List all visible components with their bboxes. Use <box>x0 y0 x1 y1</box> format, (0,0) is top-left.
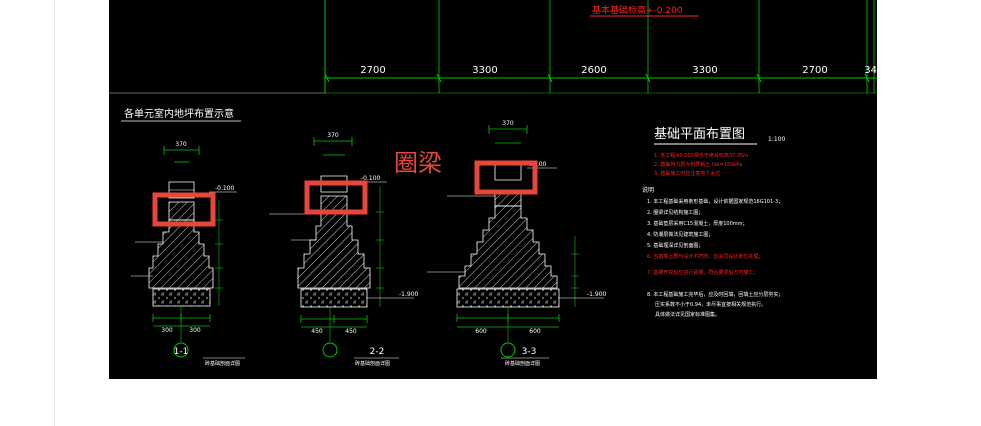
s1-bottom-dim-right: 300 <box>189 327 201 334</box>
note-5: 5. 基础埋深详见剖面图； <box>647 242 703 249</box>
highlight-box-1 <box>152 192 216 227</box>
right-title: 基础平面布置图 <box>654 127 745 142</box>
s3-top-dim: 370 <box>502 120 514 127</box>
s3-bottom-level: -1.900 <box>587 291 607 298</box>
note-9: 压实系数不小于0.94，未尽事宜按相关规范执行。 <box>655 301 766 308</box>
note-6: 6. 当基底土质与设计不符时，应会同设计单位处理； <box>647 253 763 260</box>
section-2-2-label: 2-2 <box>370 347 385 357</box>
section-1-1-caption: 砖基础剖面详图 <box>205 360 240 367</box>
s1-top-dim: 370 <box>175 141 187 148</box>
page-left-rule <box>54 0 55 426</box>
notes-heading: 说明 <box>642 186 654 194</box>
s1-bottom-dim-left: 300 <box>161 327 173 334</box>
plan-dim-3: 2600 <box>581 65 606 76</box>
s2-level: -0.100 <box>361 175 381 182</box>
highlight-box-2 <box>304 180 368 215</box>
top-note: 基本基础标高+-0.200 <box>592 4 683 16</box>
red-note-1: 1. 本工程±0.000相当于绝对标高37.35m <box>654 152 748 159</box>
s2-bottom-dim-left: 450 <box>311 328 323 335</box>
s1-level: -0.100 <box>215 185 235 192</box>
s2-bottom-level: -1.900 <box>399 291 419 298</box>
note-7: 7. 基槽开挖后应进行验槽，符合要求后方可施工； <box>647 269 758 276</box>
plan-dim-5: 2700 <box>802 65 827 76</box>
section-1-1-label: 1-1 <box>174 347 189 357</box>
red-note-3: 3. 基础施工时应注意地下水位 <box>654 170 720 177</box>
left-title: 各单元室内地坪布置示意 <box>124 107 234 120</box>
note-1: 1. 本工程基础采用条形基础，设计依据国家规范16G101-3； <box>647 198 783 205</box>
section-3-3-drawing <box>427 125 604 359</box>
s2-top-dim: 370 <box>327 132 339 139</box>
s3-bottom-dim-right: 600 <box>529 328 541 335</box>
section-3-3-caption: 砖基础剖面详图 <box>505 360 540 367</box>
note-10: 具体做法详见国家标准图集。 <box>655 311 720 318</box>
note-4: 4. 防潮层做法见建筑施工图； <box>647 231 713 238</box>
highlight-box-3 <box>474 160 538 195</box>
s2-bottom-dim-right: 450 <box>345 328 357 335</box>
note-3: 3. 基础垫层采用C15混凝土，厚度100mm； <box>647 220 748 227</box>
s3-bottom-dim-left: 600 <box>475 328 487 335</box>
plan-dim-4: 3300 <box>692 65 717 76</box>
cad-drawing: 基本基础标高+-0.200 2700 3300 2600 3300 2700 3… <box>109 0 877 379</box>
plan-dim-2: 3300 <box>472 65 497 76</box>
highlight-label: 圈梁 <box>394 149 442 177</box>
red-note-2: 2. 基础持力层为粉质粘土 fak=150kPa <box>654 161 742 168</box>
section-2-2-drawing <box>269 137 414 359</box>
plan-dim-1: 2700 <box>360 65 385 76</box>
note-2: 2. 圈梁详见结构施工图； <box>647 209 703 216</box>
cad-canvas: 基本基础标高+-0.200 2700 3300 2600 3300 2700 3… <box>109 0 877 367</box>
plan-dim-6: 34 <box>864 65 877 76</box>
section-1-1-drawing <box>131 146 245 359</box>
plan-strip <box>109 0 877 94</box>
section-3-3-label: 3-3 <box>522 347 537 357</box>
right-scale: 1:100 <box>768 136 785 143</box>
bottom-whitespace <box>109 379 877 426</box>
note-8: 8. 本工程基础施工完毕后，应及时回填，回填土应分层夯实； <box>647 291 783 298</box>
section-2-2-caption: 砖基础剖面详图 <box>355 360 390 367</box>
